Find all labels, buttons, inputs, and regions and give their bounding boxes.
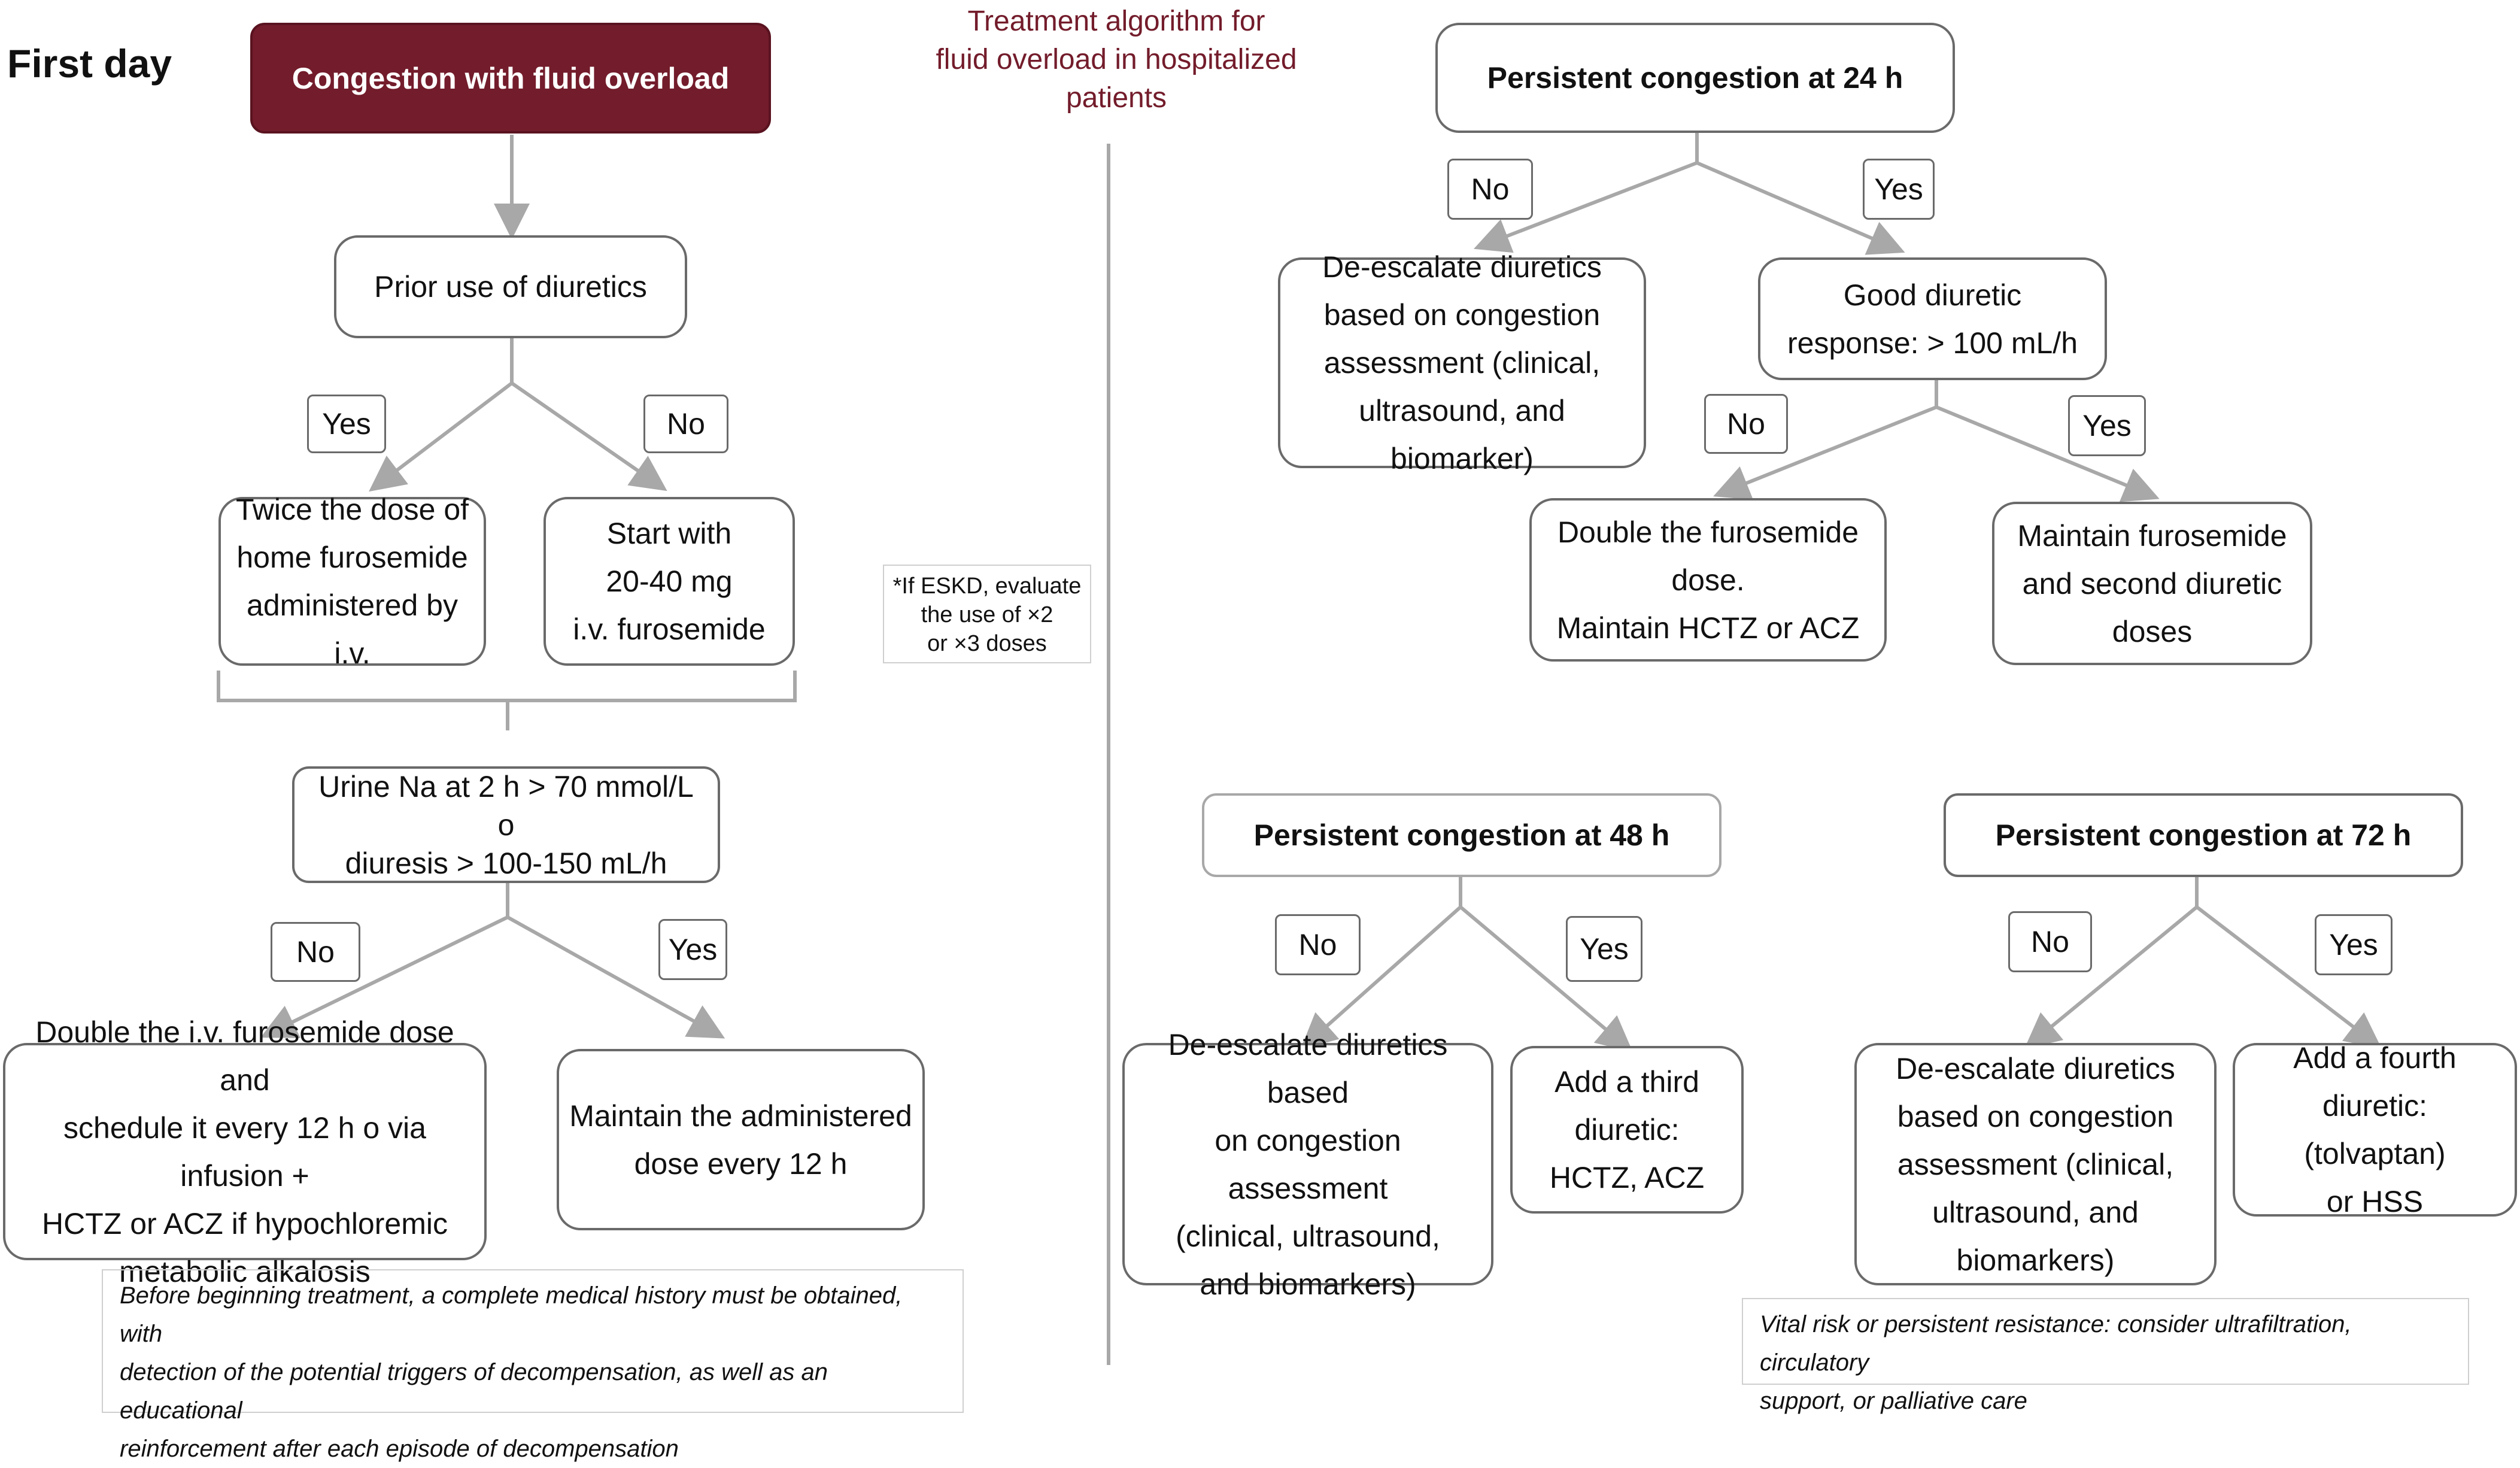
- tag-urine-no: No: [271, 922, 360, 982]
- twice-dose-node: Twice the dose of home furosemide admini…: [218, 493, 486, 670]
- tag-response-no: No: [1704, 394, 1788, 454]
- tag-48h-no: No: [1275, 914, 1361, 975]
- maintain-furosemide-node: Maintain furosemide and second diuretic …: [1992, 502, 2312, 665]
- tag-48h-yes: Yes: [1566, 916, 1642, 982]
- tag-72h-yes: Yes: [2315, 914, 2393, 975]
- tag-urine-yes: Yes: [658, 919, 727, 980]
- arrow-urine-yes: [506, 915, 725, 1039]
- fourth-diuretic-node: Add a fourth diuretic: (tolvaptan) or HS…: [2233, 1041, 2517, 1218]
- maintain-dose-node: Maintain the administered dose every 12 …: [557, 1049, 925, 1230]
- tag-24h-yes: Yes: [1863, 159, 1935, 220]
- good-response-node: Good diuretic response: > 100 mL/h: [1758, 257, 2107, 380]
- urine-na-node: Urine Na at 2 h > 70 mmol/L o diuresis >…: [292, 766, 720, 883]
- arrow-prior-no: [511, 381, 667, 492]
- tag-prior-no: No: [643, 395, 728, 453]
- persistent-48h-node: Persistent congestion at 48 h: [1202, 793, 1722, 877]
- persistent-72h-node: Persistent congestion at 72 h: [1944, 793, 2463, 877]
- arrow-72h-no: [2024, 905, 2198, 1050]
- arrow-response-yes: [1935, 405, 2160, 502]
- eskd-note: *If ESKD, evaluate the use of ×2 or ×3 d…: [883, 565, 1091, 663]
- prior-use-node: Prior use of diuretics: [334, 235, 687, 338]
- flowchart-canvas: First day Treatment algorithm for fluid …: [3, 5, 2517, 1462]
- vital-risk-note: Vital risk or persistent resistance: con…: [1742, 1298, 2469, 1414]
- arrow-48h-yes: [1459, 905, 1633, 1053]
- algorithm-title: Treatment algorithm for fluid overload i…: [936, 5, 1297, 114]
- tag-response-yes: Yes: [2068, 395, 2146, 456]
- deescalate-24h-node: De-escalate diuretics based on congestio…: [1278, 250, 1646, 475]
- tag-24h-no: No: [1447, 159, 1533, 220]
- tag-72h-no: No: [2008, 911, 2092, 972]
- deescalate-48h-node: De-escalate diuretics based on congestio…: [1122, 1028, 1493, 1301]
- arrow-response-no: [1713, 405, 1938, 500]
- arrow-24h-yes: [1696, 161, 1905, 255]
- double-furosemide-node: Double the furosemide dose. Maintain HCT…: [1529, 498, 1887, 662]
- start-with-node: Start with 20-40 mg i.v. furosemide: [544, 497, 795, 666]
- double-iv-node: Double the i.v. furosemide dose and sche…: [3, 1015, 487, 1288]
- arrow-prior-yes: [369, 381, 513, 492]
- deescalate-72h-node: De-escalate diuretics based on congestio…: [1854, 1043, 2217, 1285]
- persistent-24h-node: Persistent congestion at 24 h: [1435, 23, 1955, 133]
- arrow-48h-no: [1300, 905, 1462, 1050]
- arrow-24h-no: [1474, 161, 1698, 253]
- day-label: First day: [7, 41, 172, 86]
- start-node-congestion: Congestion with fluid overload: [250, 23, 771, 134]
- third-diuretic-node: Add a third diuretic: HCTZ, ACZ: [1510, 1046, 1744, 1214]
- connector-lines: [217, 133, 2382, 1365]
- tag-prior-yes: Yes: [307, 395, 386, 453]
- arrow-urine-no: [260, 915, 509, 1038]
- history-note: Before beginning treatment, a complete m…: [102, 1269, 964, 1462]
- arrow-72h-yes: [2196, 905, 2382, 1049]
